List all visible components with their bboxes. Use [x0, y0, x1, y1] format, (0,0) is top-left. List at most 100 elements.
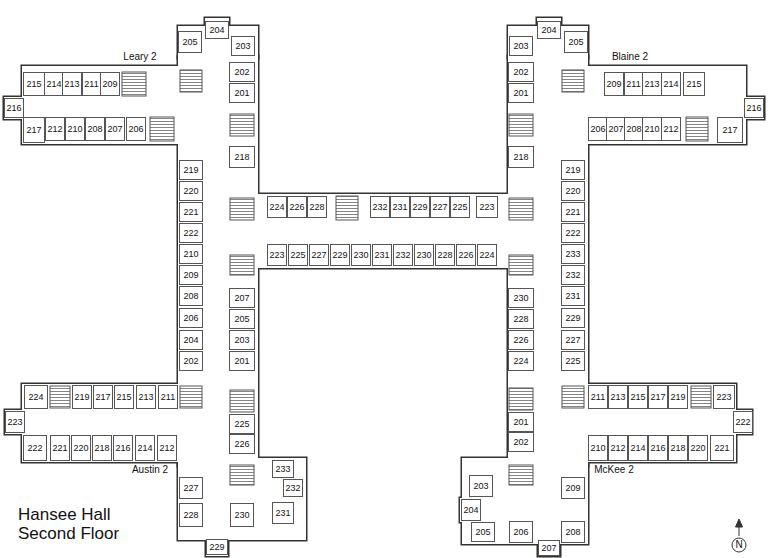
room-number: 219 — [565, 166, 580, 175]
room-number: 215 — [116, 393, 131, 402]
room-number: 211 — [161, 393, 175, 402]
room-number: 231 — [275, 509, 290, 518]
room-number: 226 — [458, 251, 473, 260]
room-box: 228 — [435, 244, 455, 266]
room-box: 233 — [272, 460, 294, 478]
room-number: 220 — [183, 187, 198, 196]
room-box: 224 — [477, 244, 497, 266]
room-box: 224 — [267, 196, 287, 218]
room-box: 211 — [158, 385, 178, 409]
room-number: 207 — [541, 544, 556, 553]
room-box: 202 — [508, 432, 534, 452]
room-box: 230 — [414, 244, 434, 266]
room-box: 210 — [65, 117, 85, 141]
room-box: 232 — [370, 196, 390, 218]
room-box: 221 — [179, 202, 203, 222]
room-box: 202 — [229, 62, 255, 82]
room-number: 211 — [591, 393, 605, 402]
room-number: 228 — [309, 203, 324, 212]
room-number: 206 — [183, 314, 198, 323]
room-box: 212 — [45, 117, 65, 141]
room-box: 218 — [508, 146, 534, 168]
room-number: 218 — [234, 153, 249, 162]
room-box: 208 — [85, 117, 105, 141]
room-box: 230 — [351, 244, 371, 266]
room-number: 209 — [183, 271, 198, 280]
room-box: 205 — [564, 31, 588, 53]
room-box: 204 — [179, 330, 203, 350]
room-number: 227 — [183, 484, 198, 493]
wing-label: Leary 2 — [123, 52, 156, 62]
room-number: 201 — [234, 357, 249, 366]
room-number: 221 — [714, 444, 729, 453]
room-number: 212 — [663, 125, 678, 134]
room-number: 203 — [235, 42, 250, 51]
room-number: 217 — [26, 126, 41, 135]
room-box: 206 — [509, 521, 533, 543]
room-box: 226 — [287, 196, 307, 218]
room-number: 218 — [513, 153, 528, 162]
room-number: 213 — [138, 393, 153, 402]
room-number: 228 — [183, 511, 198, 520]
room-number: 204 — [209, 26, 224, 35]
room-number: 207 — [234, 294, 249, 303]
room-number: 231 — [392, 203, 407, 212]
room-number: 232 — [395, 251, 410, 260]
room-number: 227 — [432, 203, 447, 212]
room-box: 225 — [450, 196, 470, 218]
room-box: 230 — [230, 503, 254, 527]
room-number: 222 — [565, 229, 580, 238]
room-box: 217 — [23, 117, 45, 143]
room-number: 208 — [183, 292, 198, 301]
room-number: 205 — [568, 38, 583, 47]
room-box: 222 — [179, 223, 203, 243]
room-box: 208 — [561, 521, 585, 543]
room-box: 212 — [661, 117, 681, 141]
room-box: 219 — [668, 385, 688, 409]
room-box: 219 — [179, 160, 203, 180]
room-number: 227 — [565, 336, 580, 345]
room-box: 207 — [606, 117, 626, 141]
room-box: 205 — [229, 309, 255, 329]
room-number: 208 — [565, 528, 580, 537]
room-number: 229 — [565, 314, 580, 323]
room-number: 223 — [479, 203, 494, 212]
room-number: 214 — [630, 444, 645, 453]
room-box: 215 — [114, 385, 134, 409]
room-number: 214 — [137, 444, 152, 453]
room-number: 223 — [269, 251, 284, 260]
room-box: 217 — [93, 385, 113, 409]
room-number: 202 — [234, 68, 249, 77]
room-number: 229 — [209, 543, 224, 552]
room-box: 226 — [508, 330, 534, 350]
room-box: 226 — [229, 434, 255, 454]
room-number: 217 — [650, 393, 665, 402]
room-box: 225 — [229, 414, 255, 434]
room-box: 210 — [642, 117, 662, 141]
room-number: 211 — [626, 80, 640, 89]
room-number: 209 — [102, 80, 117, 89]
room-box: 220 — [688, 435, 708, 461]
room-number: 217 — [722, 126, 737, 135]
room-number: 216 — [115, 444, 130, 453]
room-box: 228 — [307, 196, 327, 218]
room-number: 226 — [234, 440, 249, 449]
room-box: 201 — [229, 83, 255, 103]
room-box: 206 — [126, 117, 146, 141]
room-box: 233 — [561, 244, 585, 264]
room-number: 209 — [606, 80, 621, 89]
room-box: 223 — [713, 385, 735, 409]
room-number: 212 — [159, 444, 174, 453]
room-number: 230 — [353, 251, 368, 260]
room-box: 224 — [24, 385, 48, 409]
room-number: 210 — [183, 250, 198, 259]
room-number: 216 — [650, 444, 665, 453]
room-number: 213 — [610, 393, 625, 402]
room-number: 229 — [412, 203, 427, 212]
room-number: 232 — [372, 203, 387, 212]
room-box: 227 — [179, 477, 203, 499]
room-box: 204 — [205, 21, 229, 39]
room-box: 209 — [561, 477, 585, 499]
room-number: 222 — [183, 229, 198, 238]
room-box: 213 — [136, 385, 156, 409]
